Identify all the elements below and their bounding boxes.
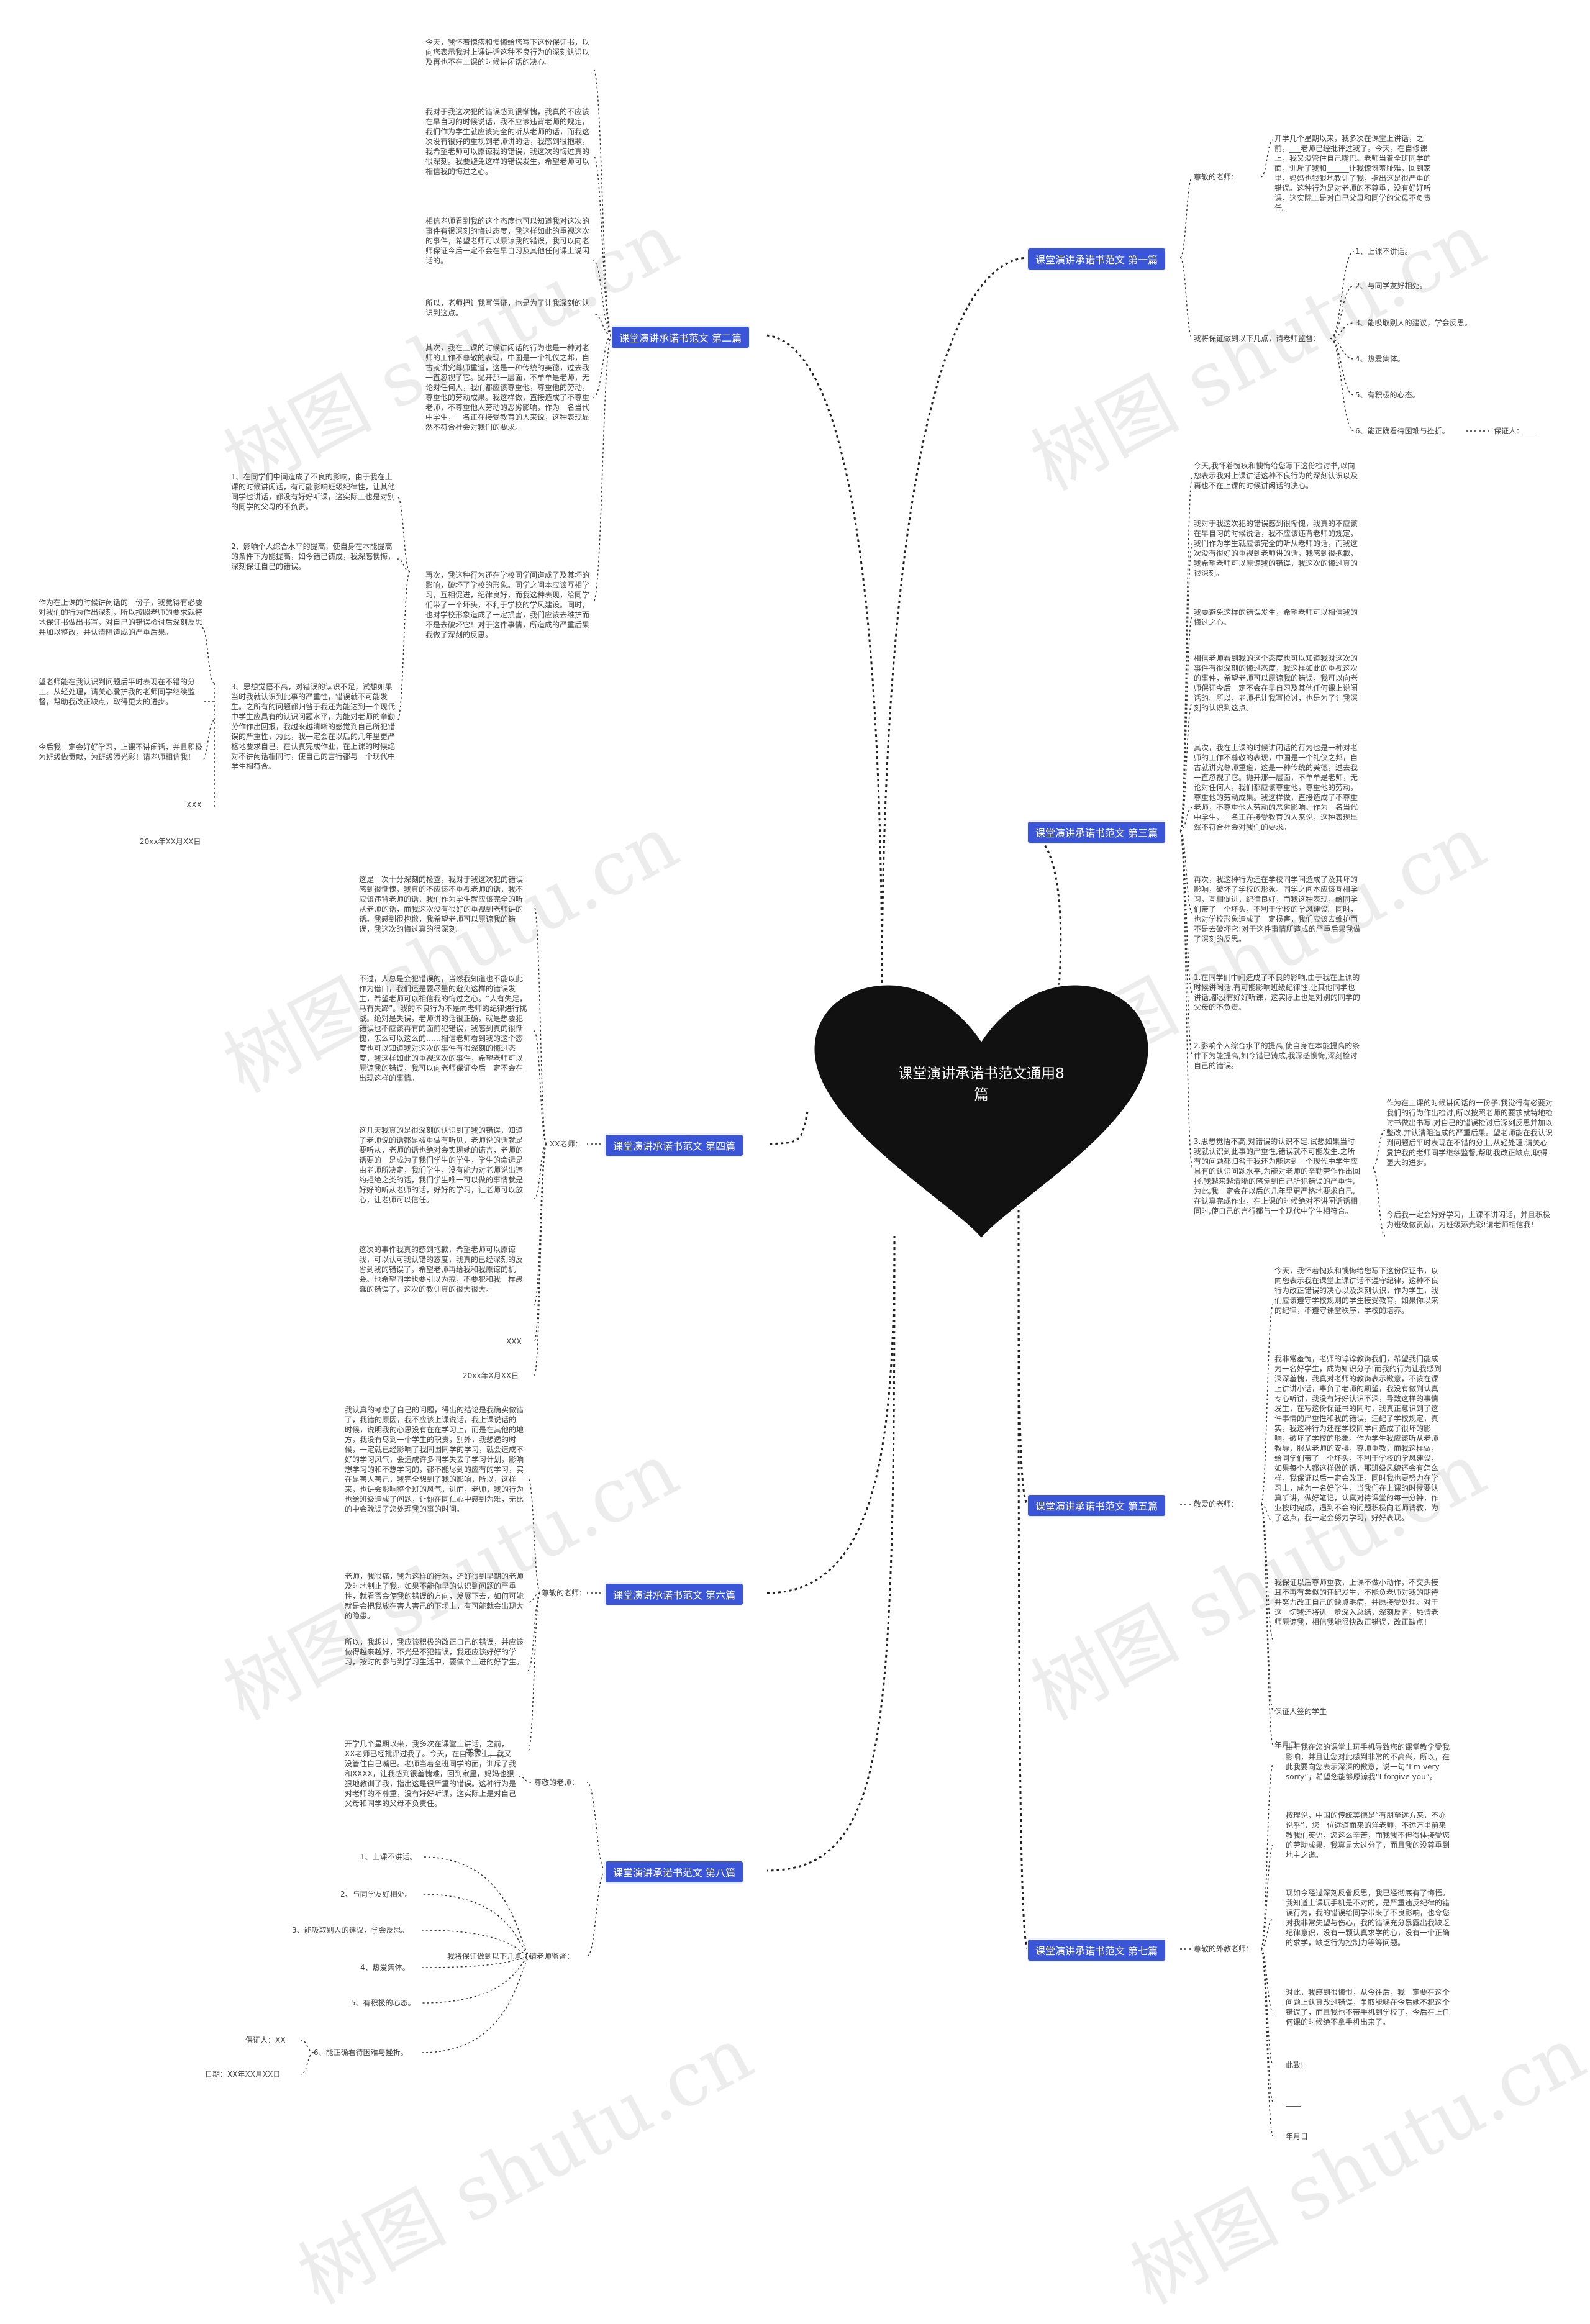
b5-paragraph: 我非常羞愧，老师的谆谆教诲我们，希望我们能成为一名好学生，成为知识分子!而我的行… (1274, 1355, 1442, 1522)
b7-paragraph: 对此，我感到很悔恨，从今往后，我一定要在这个问题上认真改过错误，争取能够在今后她… (1286, 1988, 1450, 2027)
b8-item: 2、与同学友好相处。 (340, 1890, 412, 1899)
b5-signature: 保证人签的学生 (1274, 1707, 1327, 1716)
b2-left-paragraph: 作为在上课的时候讲闲话的一份子，我觉得有必要对我们的行为作出深刻，所以按照老师的… (39, 598, 203, 637)
branch-node-2[interactable]: 课堂演讲承诺书范文 第二篇 (612, 327, 750, 348)
b6-greeting: 尊敬的老师： (542, 1589, 587, 1597)
b1-item: 4、热爱集体。 (1355, 355, 1405, 363)
b6-paragraph: 我认真的考虑了自己的问题，得出的结论是我确实做错了，我错的原因，我不应该上课说话… (345, 1405, 524, 1514)
b3-paragraph: 今天,我怀着愧疚和懊悔给您写下这份检讨书,以向您表示我对上课讲话这种不良行为的深… (1194, 461, 1358, 490)
b7-paragraph: 由于我在您的课堂上玩手机导致您的课堂教学受我影响，并且让您对此感到非常的不高兴，… (1286, 1743, 1450, 1781)
b1-item: 1、上课不讲话。 (1355, 247, 1412, 256)
b8-guarantor: 保证人：XX (245, 2036, 286, 2045)
b4-paragraph: 这次的事件我真的感到抱歉，希望老师可以原谅我，可以认可我认错的态度，我真的已经深… (359, 1245, 524, 1294)
b4-date: 20xx年X月XX日 (463, 1371, 519, 1380)
b1-paragraph: 开学几个星期以来，我多次在课堂上讲话，之前，___老师已经批评过我了。今天，在自… (1274, 134, 1432, 212)
b3-paragraph: 其次，我在上课的时候讲闲话的行为也是一种对老师的工作不尊敬的表现，中国是一个礼仪… (1194, 743, 1358, 832)
b2-paragraph: 相信老师看到我的这个态度也可以知道我对这次的事件有很深刻的悔过态度，我这样如此的… (425, 217, 590, 265)
b3-right-paragraph: 作为在上课的时候讲闲话的一份子,我觉得有必要对我们的行为作出检讨,所以按照老师的… (1386, 1099, 1553, 1167)
b1-item: 6、能正确看待困难与挫折。 (1355, 427, 1450, 435)
b5-date: 年月日 (1274, 1741, 1297, 1750)
central-heart-node[interactable] (801, 981, 1161, 1242)
b1-guarantor: 保证人：____ (1494, 427, 1539, 435)
b2-paragraph: 其次，我在上课的时候讲闲话的行为也是一种对老师的工作不尊敬的表现，中国是一个礼仪… (425, 343, 590, 432)
b3-paragraph: 我对于我这次犯的错误感到很惭愧，我真的不应该在早自习的时候说话，我不应该违背老师… (1194, 519, 1358, 578)
b4-paragraph: 这几天我真的是很深刻的认识到了我的错误，知道了老师说的话都是被重做有听见，老师说… (359, 1126, 524, 1204)
b4-sign: XXX (506, 1337, 522, 1346)
b2-paragraph: 今天，我怀着愧疚和懊悔给您写下这份保证书，以向您表示我对上课讲话这种不良行为的深… (425, 38, 590, 66)
b2-paragraph: 所以，老师把让我写保证，也是为了让我深刻的认识到这点。 (425, 299, 590, 317)
b2-impact: 2、影响个人综合水平的提高，使自身在本能提高的条件下为能提高，如今错已铸成，我深… (231, 542, 396, 571)
b1-item: 3、能吸取别人的建议，学会反思。 (1355, 319, 1472, 327)
branch-node-8[interactable]: 课堂演讲承诺书范文 第八篇 (606, 1861, 743, 1882)
b2-left-paragraph: 望老师能在我认识到问题后平时表现在不错的分上。从轻处理，请关心爱护我的老师同学继… (39, 678, 196, 706)
b5-greeting: 敬爱的老师： (1194, 1500, 1239, 1509)
b2-paragraph: 我对于我这次犯的错误感到很惭愧，我真的不应该在早自习的时候说话，我不应该违背老师… (425, 107, 590, 176)
connector-lines (201, 68, 1491, 2137)
b8-date: 日期：XX年XX月XX日 (205, 2070, 281, 2079)
b3-paragraph: 2.影响个人综合水平的提高,使自身在本能提高的条件下为能提高,如今错已铸成,我深… (1194, 1042, 1360, 1070)
branch-node-3[interactable]: 课堂演讲承诺书范文 第三篇 (1028, 822, 1166, 843)
branch-node-1[interactable]: 课堂演讲承诺书范文 第一篇 (1028, 248, 1166, 270)
b2-second: 再次，我这种行为还在学校同学间造成了及其坏的影响，破坏了学校的形象。同学之间本应… (425, 571, 590, 639)
b8-item: 4、热爱集体。 (360, 1963, 410, 1972)
b6-student-sign: 学生：____ (466, 1747, 504, 1756)
b6-paragraph: 老师，我很痛，我为这样的行为，还好得到早期的老师及时地制止了我，如果不能你早的认… (345, 1572, 524, 1620)
b8-paragraph: 开学几个星期以来，我多次在课堂上讲话，之前，XX老师已经批评过我了。今天，在自修… (345, 1740, 517, 1808)
b1-item: 2、与同学友好相处。 (1355, 281, 1427, 290)
b8-item: 5、有积极的心态。 (351, 1999, 416, 2007)
b8-item: 1、上课不讲话。 (360, 1853, 417, 1861)
b4-paragraph: 不过，人总是会犯错误的，当然我知道也不能以此作为借口，我们还是要尽量的避免这样的… (359, 974, 527, 1083)
branch-node-5[interactable]: 课堂演讲承诺书范文 第五篇 (1028, 1495, 1166, 1516)
b7-signature: ____ (1286, 2098, 1301, 2107)
b2-left-paragraph: 今后我一定会好好学习，上课不讲闲话，并且积极为班级做贡献，为班级添光彩！请老师相… (39, 743, 203, 761)
central-topic-title: 课堂演讲承诺书范文通用8 篇 (898, 1066, 1065, 1103)
b7-paragraph: 现如今经过深刻反省反思，我已经彻底有了悔悟。我知道上课玩手机是不对的，是严重违反… (1286, 1889, 1450, 1947)
b2-sign: XXX (186, 801, 202, 809)
b3-paragraph: 3.思想觉悟不高,对错误的认识不足.试想如果当时我就认识到此事的严重性,错误就不… (1194, 1137, 1360, 1215)
b5-paragraph: 今天，我怀着愧疚和懊悔给您写下这份保证书，以向您表示我在课堂上课讲话不遵守纪律，… (1274, 1266, 1439, 1315)
b8-item: 6、能正确看待困难与挫折。 (314, 2048, 408, 2057)
b7-paragraph: 按理说，中国的传统美德是“有朋至远方来，不亦说乎”，您一位远道而来的洋老师，不远… (1286, 1811, 1450, 1859)
b8-promise-label: 我将保证做到以下几点，请老师监督： (447, 1952, 575, 1961)
b4-paragraph: 这是一次十分深刻的检查，我对于我这次犯的错误感到很惭愧，我真的不应该不重视老师的… (359, 875, 524, 933)
b3-right-paragraph: 今后我一定会好好学习，上课不讲闲话，并且积极为班级做贡献，为班级添光彩!请老师相… (1386, 1210, 1551, 1229)
b2-date: 20xx年XX月XX日 (140, 837, 201, 846)
b8-item: 3、能吸取别人的建议，学会反思。 (292, 1926, 409, 1935)
b3-paragraph: 1.在同学们中间造成了不良的影响,由于我在上课的时候讲闲话,有可能影响班级纪律性… (1194, 973, 1360, 1012)
b1-item: 5、有积极的心态。 (1355, 391, 1420, 399)
b4-greeting: XX老师： (550, 1140, 583, 1148)
branch-node-4[interactable]: 课堂演讲承诺书范文 第四篇 (606, 1135, 743, 1156)
branch-node-7[interactable]: 课堂演讲承诺书范文 第七篇 (1028, 1940, 1166, 1961)
b6-paragraph: 所以，我想过，我应该积极的改正自己的错误，并应该做得越来越好，不光是不犯错误，我… (345, 1638, 524, 1666)
b1-greeting: 尊敬的老师： (1194, 173, 1239, 181)
b3-paragraph: 再次，我这种行为还在学校同学间造成了及其坏的影响，破坏了学校的形象。同学之间本应… (1194, 875, 1361, 943)
b7-date: 年月日 (1286, 2132, 1309, 2141)
b2-impact: 1、在同学们中间造成了不良的影响，由于我在上课的时候讲闲话，有可能影响班级纪律性… (231, 473, 396, 511)
b2-impact: 3、思想觉悟不高，对错误的认识不足，试想如果当时我就认识到此事的严重性，错误就不… (231, 683, 396, 771)
b1-promise-label: 我将保证做到以下几点，请老师监督： (1194, 334, 1321, 343)
b7-greeting: 尊敬的外教老师： (1194, 1945, 1254, 1953)
b8-greeting: 尊敬的老师： (534, 1778, 579, 1787)
b3-paragraph: 我要避免这样的错误发生，希望老师可以相信我的悔过之心。 (1194, 608, 1358, 627)
b3-paragraph: 相信老师看到我的这个态度也可以知道我对这次的事件有很深刻的悔过态度，我这样如此的… (1194, 654, 1358, 712)
b5-paragraph: 我保证以后尊师重教，上课不做小动作，不交头接耳不再有类似的违纪发生，不能负老师对… (1274, 1578, 1439, 1627)
branch-node-6[interactable]: 课堂演讲承诺书范文 第六篇 (606, 1584, 743, 1605)
b7-closing: 此致! (1286, 2061, 1304, 2069)
